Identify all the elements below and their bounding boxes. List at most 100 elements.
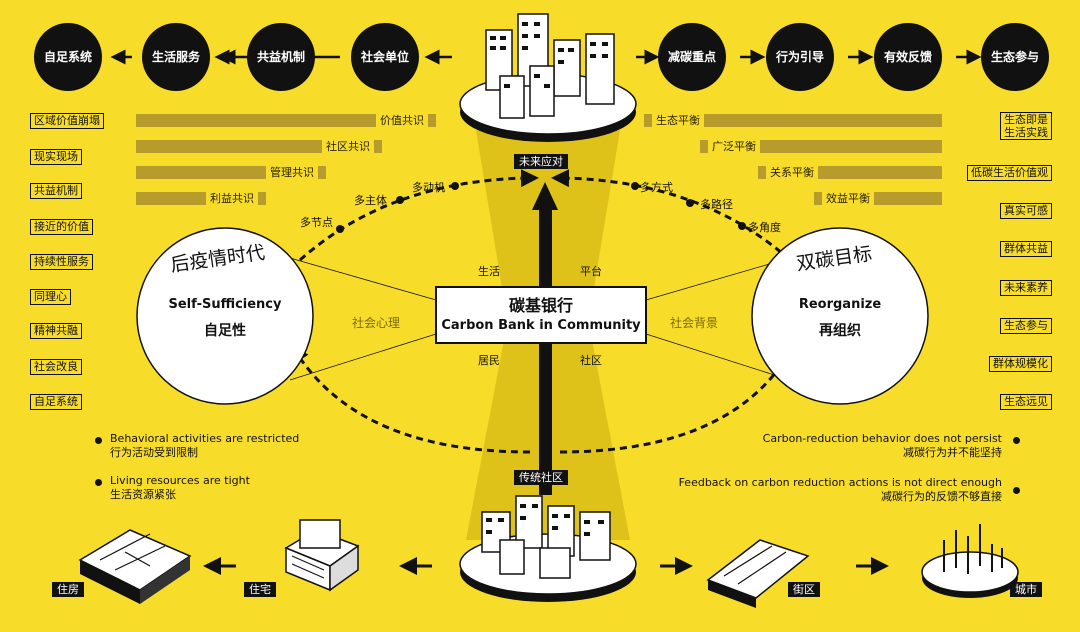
right-tag: 生态即是 生活实践 [1000,112,1052,140]
housing-label: 住房 [52,582,84,597]
right-note-zh: 减碳行为的反馈不够直接 [881,490,1002,503]
social-psychology-label: 社会心理 [352,316,401,330]
arc-label: 多动机 [412,181,445,194]
left-bar: 社区共识 [136,140,382,153]
left-tag: 现实现场 [30,149,82,165]
right-tag: 生态远见 [1000,394,1052,410]
bullet-dot [1013,437,1020,444]
right-bar: 关系平衡 [758,166,942,179]
left-tag: 接近的价值 [30,219,93,235]
top-city-illustration [459,13,637,142]
residence-label: 住宅 [244,582,276,597]
city-illustration [921,524,1019,598]
housing-illustration [78,529,192,604]
dashed-arc-bottom-left [291,344,531,454]
chain-node-4: 社会单位 [360,50,409,64]
corner-label-community: 社区 [580,354,602,367]
left-circle-en: Self-Sufficiency [168,297,282,312]
right-tag: 群体规模化 [989,356,1052,372]
right-tag: 真实可感 [1000,203,1052,219]
left-tag: 区域价值崩塌 [30,113,104,129]
center-title-zh: 碳基银行 [508,296,573,315]
corner-label-residents: 居民 [478,354,500,367]
residence-illustration [284,519,360,592]
arc-label: 多路径 [700,198,733,211]
left-bar: 管理共识 [136,166,326,179]
left-bar-label: 社区共识 [322,140,374,153]
dashed-arc-bottom-right [559,344,795,454]
right-circle [751,227,929,405]
left-tag: 社会改良 [30,359,82,375]
center-box [435,286,647,344]
bullet-dot [95,479,102,486]
left-note-en: Behavioral activities are restricted [110,432,300,445]
arc-label: 多方式 [640,181,673,194]
chain-node-3: 共益机制 [256,50,305,64]
left-circle-zh: 自足性 [204,323,246,339]
link-line [289,333,437,381]
arc-label: 多节点 [300,216,333,229]
bottom-city-illustration [459,495,637,602]
social-background-label: 社会背景 [670,316,719,330]
right-tag: 群体共益 [1000,241,1052,257]
right-circle-en: Reorganize [798,297,882,312]
dashed-arc-top-right [551,169,791,262]
left-tag: 同理心 [30,289,71,305]
right-bar-label: 效益平衡 [822,192,874,205]
right-note-zh: 减碳行为并不能坚持 [903,446,1002,459]
left-tag: 持续性服务 [30,254,93,270]
future-response-label: 未来应对 [514,154,568,169]
center-title-en: Carbon Bank in Community [441,318,641,333]
left-bar-label: 价值共识 [376,114,428,127]
left-tag: 自足系统 [30,394,82,410]
left-bar-label: 利益共识 [206,192,258,205]
chain-node-1: 自足系统 [43,50,92,64]
right-tag: 低碳生活价值观 [967,165,1052,181]
chain-circles [34,23,1049,91]
bullet-dot [95,437,102,444]
chain-node-6: 行为引导 [775,50,824,64]
link-line [645,333,791,381]
left-bar-label: 管理共识 [266,166,318,179]
left-bar: 利益共识 [136,192,266,205]
central-arrow-head [532,182,558,210]
dashed-arc-top-left [299,169,539,262]
left-note-zh: 生活资源紧张 [110,488,176,501]
right-tag: 生态参与 [1000,318,1052,334]
link-line [289,257,437,301]
right-tag: 未来素养 [1000,280,1052,296]
arc-label: 多主体 [354,194,387,207]
right-bar: 效益平衡 [814,192,942,205]
left-note-en: Living resources are tight [110,474,250,487]
corner-label-platform: 平台 [580,265,602,278]
block-label: 街区 [788,582,820,597]
link-line [645,257,791,301]
chain-node-7: 有效反馈 [883,50,932,64]
left-bar: 价值共识 [136,114,436,127]
right-bar: 广泛平衡 [700,140,942,153]
arc-label: 多角度 [748,221,781,234]
right-note-en: Carbon-reduction behavior does not persi… [762,432,1002,445]
block-illustration [706,539,810,608]
city-label: 城市 [1010,582,1042,597]
chain-node-5: 减碳重点 [667,50,716,64]
right-bar-label: 关系平衡 [766,166,818,179]
arc-dots [336,182,746,233]
corner-label-life: 生活 [478,265,500,278]
bullet-dot [1013,487,1020,494]
left-tag: 精神共融 [30,323,82,339]
right-bar-label: 生态平衡 [652,114,704,127]
right-circle-zh: 再组织 [819,323,861,339]
right-bar-label: 广泛平衡 [708,140,760,153]
central-arrow-shaft [539,205,552,495]
left-circle [136,227,314,405]
chain-node-8: 生态参与 [990,50,1039,64]
right-bar: 生态平衡 [644,114,942,127]
traditional-community-label: 传统社区 [514,470,568,485]
left-tag: 共益机制 [30,183,82,199]
left-note-zh: 行为活动受到限制 [110,446,198,459]
right-note-en: Feedback on carbon reduction actions is … [678,476,1002,489]
chain-node-2: 生活服务 [151,50,200,64]
